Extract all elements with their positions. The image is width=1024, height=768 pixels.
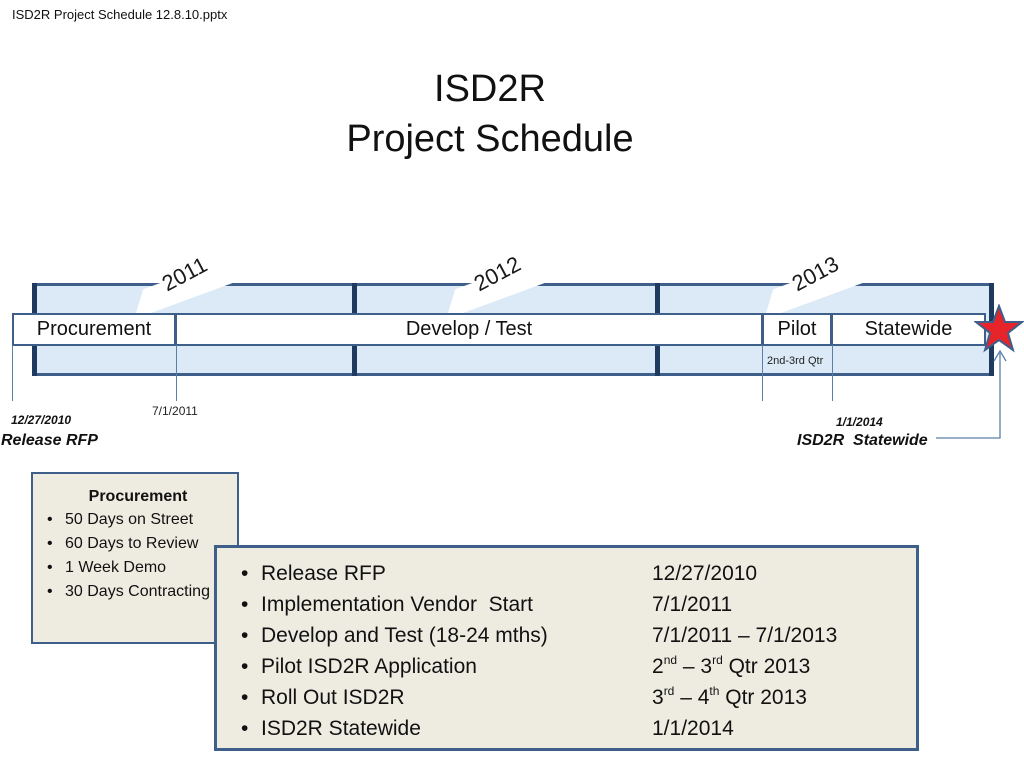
tick-release (12, 345, 13, 401)
schedule-row: • Develop and Test (18-24 mths) 7/1/2011… (241, 620, 916, 651)
schedule-row: • Pilot ISD2R Application 2nd – 3rd Qtr … (241, 651, 916, 682)
schedule-summary-box: • Release RFP 12/27/2010 • Implementatio… (214, 545, 919, 751)
phase-pilot: Pilot (762, 313, 832, 346)
release-label: Release RFP (1, 432, 98, 449)
schedule-task: Develop and Test (18-24 mths) (261, 624, 548, 647)
schedule-task: Pilot ISD2R Application (261, 655, 477, 678)
procurement-list: 50 Days on Street 60 Days to Review 1 We… (47, 508, 229, 604)
slide-title: ISD2R Project Schedule (0, 64, 980, 164)
schedule-row: • Roll Out ISD2R 3rd – 4th Qtr 2013 (241, 682, 916, 713)
procurement-item: 60 Days to Review (47, 532, 229, 556)
pilot-quarter-note: 2nd-3rd Qtr (767, 355, 824, 367)
schedule-row: • Release RFP 12/27/2010 (241, 558, 916, 589)
procurement-item: 30 Days Contracting (47, 580, 229, 604)
statewide-date: 1/1/2014 (836, 415, 883, 429)
file-name-label: ISD2R Project Schedule 12.8.10.pptx (12, 7, 228, 22)
tick-vendor (176, 345, 177, 401)
schedule-row: • ISD2R Statewide 1/1/2014 (241, 713, 916, 744)
arrow-connector (936, 349, 1007, 439)
schedule-task: Roll Out ISD2R (261, 686, 405, 709)
statewide-label: ISD2R Statewide (797, 432, 928, 449)
schedule-date: 12/27/2010 (652, 562, 758, 585)
schedule-task: Implementation Vendor Start (261, 593, 533, 616)
release-date: 12/27/2010 (11, 413, 72, 427)
title-line-1: ISD2R (434, 68, 546, 110)
phase-statewide: Statewide (831, 313, 986, 346)
vendor-start-date: 7/1/2011 (152, 404, 198, 418)
schedule-task: ISD2R Statewide (261, 717, 421, 740)
title-line-2: Project Schedule (346, 118, 634, 160)
schedule-date: 3rd – 4th Qtr 2013 (652, 684, 807, 709)
schedule-date: 7/1/2011 (652, 593, 733, 616)
schedule-date: 7/1/2011 – 7/1/2013 (652, 624, 838, 647)
schedule-task: Release RFP (261, 562, 386, 585)
phase-develop-test: Develop / Test (175, 313, 763, 346)
schedule-date: 1/1/2014 (652, 717, 734, 740)
tick-pilot-start (762, 345, 763, 401)
star-icon (974, 304, 1024, 353)
procurement-item: 50 Days on Street (47, 508, 229, 532)
procurement-item: 1 Week Demo (47, 556, 229, 580)
procurement-details-box: Procurement 50 Days on Street 60 Days to… (31, 472, 239, 644)
schedule-date: 2nd – 3rd Qtr 2013 (652, 653, 811, 678)
phase-procurement: Procurement (12, 313, 176, 346)
procurement-box-title: Procurement (88, 488, 188, 505)
tick-pilot-end (832, 345, 833, 401)
schedule-row: • Implementation Vendor Start 7/1/2011 (241, 589, 916, 620)
